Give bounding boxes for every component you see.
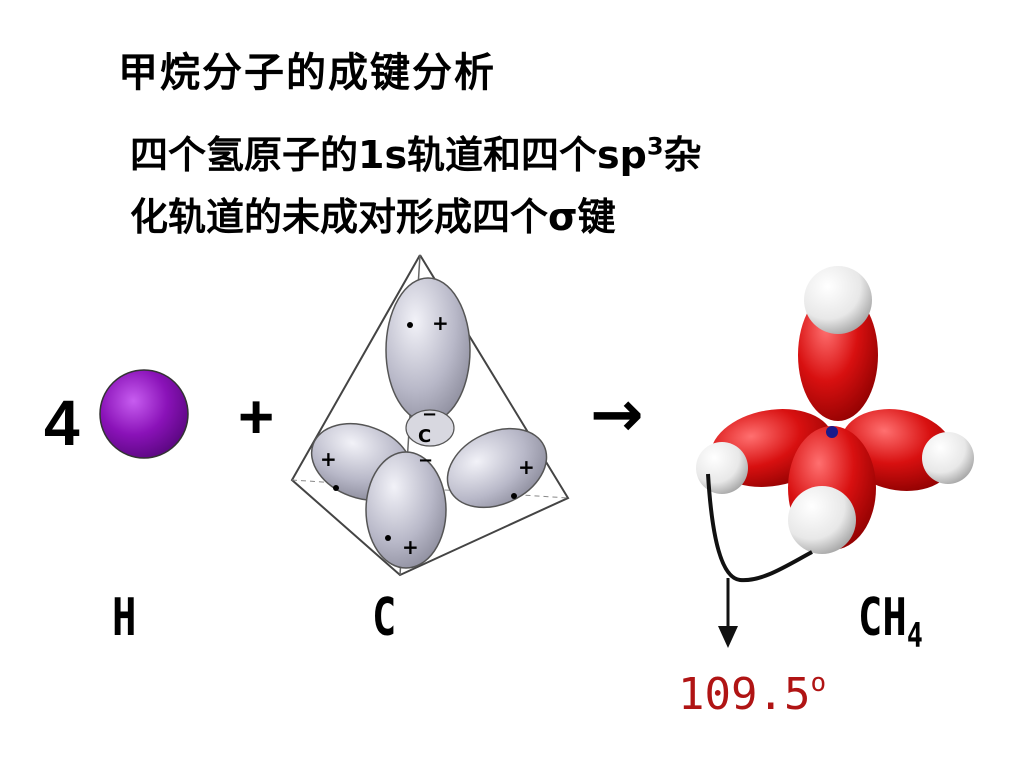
label-hydrogen: H: [112, 588, 137, 648]
bond-angle-indicator: [706, 473, 813, 648]
electron-dot: [407, 322, 413, 328]
sign-plus-right: +: [518, 455, 535, 479]
label-carbon: C: [372, 588, 397, 648]
angle-arc: [706, 473, 813, 583]
page-title: 甲烷分子的成键分析: [118, 50, 496, 96]
hydrogen-coefficient: 4: [44, 387, 80, 459]
electron-dot: [385, 535, 391, 541]
sign-plus-bottom: +: [402, 535, 419, 559]
methane-h-top: [804, 266, 872, 334]
plus-sign: +: [238, 383, 275, 452]
description: 四个氢原子的1s轨道和四个sp3杂 化轨道的未成对形成四个σ键: [130, 124, 702, 248]
sign-minus-upper: −: [422, 404, 437, 425]
carbon-center-label: C: [418, 426, 431, 447]
methane-h-bottom: [788, 486, 856, 554]
methane-h-right: [922, 432, 974, 484]
sign-minus-lower: −: [418, 450, 433, 471]
orbital-lobe-right: [446, 427, 548, 509]
electron-dot: [511, 493, 517, 499]
description-line-1: 四个氢原子的1s轨道和四个sp3杂: [130, 132, 702, 177]
electron-dot: [333, 485, 339, 491]
angle-pointer-arrowhead: [718, 626, 738, 648]
methane-h-left: [696, 442, 748, 494]
sign-plus-top: +: [432, 311, 449, 335]
hydrogen-atom: [99, 369, 189, 459]
orbital-small-lobe: [405, 409, 455, 447]
description-line-2: 化轨道的未成对形成四个σ键: [130, 195, 616, 239]
carbon-sp3-orbitals: + + + + − − C: [290, 254, 570, 577]
bond-angle-label: 109.5o: [678, 668, 827, 720]
methane-model: [696, 266, 974, 554]
label-methane: CH4: [858, 588, 923, 656]
reaction-arrow: →: [590, 378, 644, 452]
methane-carbon-center: [826, 426, 838, 438]
orbital-lobe-top: [385, 277, 471, 423]
sign-plus-left: +: [320, 447, 337, 471]
